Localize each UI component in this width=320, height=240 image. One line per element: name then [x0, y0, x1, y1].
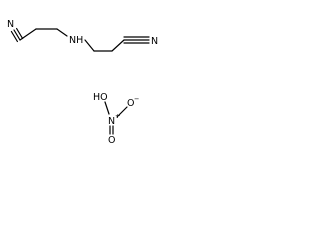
- double-bonded-oxygen-label: O: [108, 135, 115, 146]
- nitric-acid-molecule: HO N + O O −: [93, 92, 139, 146]
- left-nitrile-nitrogen-label: N: [7, 19, 14, 30]
- oxygen-negative-charge: −: [134, 95, 139, 103]
- nitrogen-oxygen-double-bond: [109, 125, 114, 135]
- nitrogen-anionic-oxygen-bond: [116, 106, 128, 118]
- hydroxyl-label: HO: [93, 92, 108, 103]
- chemical-structure-drawing: NH N N HO N +: [7, 19, 158, 146]
- iminodipropionitrile-molecule: NH N N: [7, 19, 158, 52]
- right-chain-bond-3: [111, 39, 125, 52]
- amine-nitrogen-label: NH: [69, 35, 83, 46]
- nitro-nitrogen-label: N: [108, 116, 115, 127]
- right-nitrile-nitrogen-label: N: [151, 36, 158, 47]
- left-chain-bond-3: [56, 28, 68, 37]
- structure-canvas: NH N N HO N +: [0, 0, 202, 149]
- anionic-oxygen-label: O: [127, 98, 134, 109]
- left-chain-bond-1: [19, 28, 37, 41]
- hydroxyl-nitrogen-bond: [104, 101, 110, 115]
- right-chain-bond-1: [84, 39, 95, 52]
- left-nitrile-triple-bond: [10, 27, 24, 43]
- right-nitrile-triple-bond: [123, 36, 150, 44]
